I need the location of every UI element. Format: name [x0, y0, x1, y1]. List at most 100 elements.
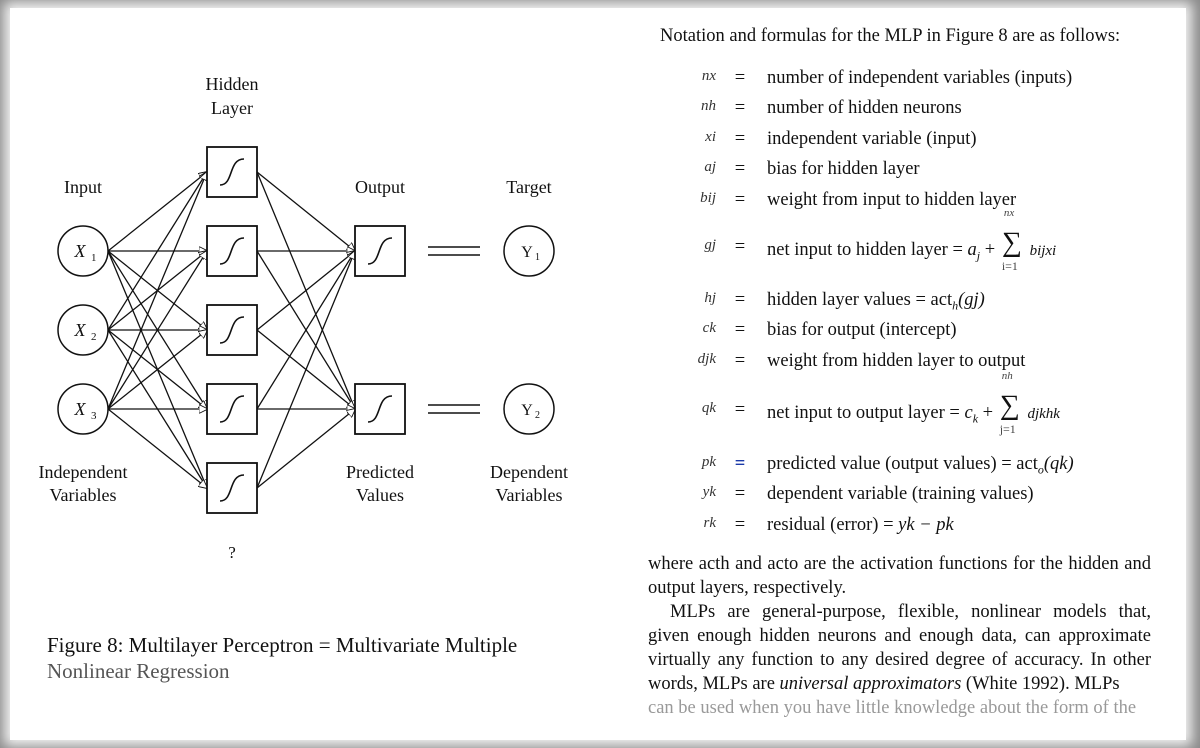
input-label: Input: [64, 177, 102, 197]
caption-line-2: Nonlinear Regression: [47, 659, 230, 683]
notation-symbol: gj: [704, 237, 716, 253]
paragraph-3-faded: can be used when you have little knowled…: [648, 698, 1137, 718]
input-node-label: X: [74, 399, 87, 419]
input-hidden-edge: [107, 172, 207, 410]
hidden-neuron: [206, 462, 258, 514]
notation-symbol: ck: [702, 320, 716, 336]
notation-description: residual (error) = yk − pk: [767, 515, 954, 535]
equals-sign: =: [734, 400, 746, 420]
connection-edges: [107, 171, 355, 489]
notation-symbol: aj: [704, 159, 716, 175]
hidden-neuron: [206, 146, 258, 198]
notation-description: bias for output (intercept): [767, 320, 957, 340]
notation-row: pk = predicted value (output values) = act…: [638, 454, 1158, 482]
notation-symbol: pk: [701, 454, 716, 470]
notation-row: xi = independent variable (input): [638, 129, 1158, 157]
question-mark: ?: [228, 543, 236, 562]
input-hidden-edge: [107, 251, 207, 410]
notation-intro: Notation and formulas for the MLP in Fig…: [660, 26, 1121, 46]
sigmoid-icon: [219, 316, 245, 344]
notation-symbol: nx: [701, 68, 716, 84]
notation-row: nh=number of hidden neurons: [638, 98, 1158, 126]
body-paragraph: where acth and acto are the activation f…: [648, 552, 1151, 720]
hidden-output-edge: [256, 251, 355, 331]
notation-symbol: rk: [703, 515, 717, 531]
input-node-label: X: [74, 241, 87, 261]
notation-description: dependent variable (training values): [767, 484, 1034, 504]
hidden-layer-label: Hidden: [206, 74, 259, 94]
hidden-neuron: [206, 225, 258, 277]
dependent-variables-label: Dependent: [490, 462, 568, 482]
notation-row: ck=bias for output (intercept): [638, 320, 1158, 348]
notation-symbol: djk: [697, 351, 716, 367]
sigmoid-icon: [219, 395, 245, 423]
equals-sign: =: [734, 237, 746, 257]
notation-description: predicted value (output values) = acto(q…: [767, 454, 1074, 477]
target-node-subscript: 1: [535, 252, 540, 263]
notation-row: nx = number of independent variables (inpu…: [638, 68, 1158, 96]
independent-variables-label: Independent: [39, 462, 128, 482]
target-node-label: Y: [521, 244, 533, 261]
notation-description: independent variable (input): [767, 129, 977, 149]
notation-symbol: xi: [705, 129, 716, 145]
input-node-label: X: [74, 320, 87, 340]
notation-description: net input to hidden layer = aj + nx∑i=1 …: [767, 207, 1057, 273]
notation-symbol: hj: [704, 290, 716, 306]
independent-variables-label-2: Variables: [50, 485, 117, 505]
hidden-neuron: [206, 383, 258, 435]
notation-row: yk=dependent variable (training values): [638, 484, 1158, 512]
input-node-subscript: 2: [91, 331, 97, 343]
output-nodes: [354, 225, 480, 435]
notation-description: net input to output layer = ck + nh∑j=1 …: [767, 370, 1060, 436]
notation-row: rk=residual (error) = yk − pk: [638, 515, 1158, 543]
notation-row: djk=weight from hidden layer to output: [638, 351, 1158, 379]
paragraph-2: MLPs are general-purpose, flexible, nonl…: [648, 602, 1151, 694]
output-label: Output: [355, 177, 405, 197]
notation-symbol: nh: [701, 98, 716, 114]
hidden-output-edge: [256, 171, 355, 251]
notation-row: aj = bias for hidden layer: [638, 159, 1158, 187]
equals-sign: =: [734, 454, 746, 474]
input-hidden-edge: [107, 172, 207, 252]
target-node-label: Y: [521, 402, 533, 419]
predicted-values-label: Predicted: [346, 462, 414, 482]
sigmoid-icon: [219, 158, 245, 186]
hidden-output-edge: [256, 251, 355, 489]
notation-description: weight from input to hidden layer: [767, 190, 1017, 210]
notation-symbol: qk: [701, 400, 716, 416]
equals-sign: =: [734, 159, 746, 179]
notation-row: qk = net input to output layer = ck + nh∑j…: [638, 370, 1158, 436]
notation-row: hj=hidden layer values = acth(gj): [638, 290, 1158, 318]
equals-sign: =: [734, 351, 746, 371]
hidden-neuron: [206, 304, 258, 356]
sigmoid-icon: [367, 237, 393, 265]
equals-sign: =: [734, 129, 746, 149]
sigmoid-icon: [219, 237, 245, 265]
dependent-variables-label-2: Variables: [496, 485, 563, 505]
output-neuron: [354, 383, 480, 435]
figure-caption: Figure 8: Multilayer Perceptron = Multiv…: [47, 632, 587, 684]
equals-sign: =: [734, 290, 746, 310]
paragraph-1: where acth and acto are the activation f…: [648, 554, 1151, 598]
equals-sign: =: [734, 98, 746, 118]
equals-sign: =: [734, 190, 746, 210]
hidden-output-edge: [256, 251, 355, 410]
notation-description: number of independent variables (inputs): [767, 68, 1073, 88]
target-label: Target: [506, 177, 551, 197]
target-node-subscript: 2: [535, 410, 540, 421]
notation-description: bias for hidden layer: [767, 159, 920, 179]
sigmoid-icon: [219, 474, 245, 502]
summation-icon: nx∑i=1: [1001, 207, 1022, 273]
hidden-layer-label-2: Layer: [211, 98, 253, 118]
output-neuron: [354, 225, 480, 277]
notation-symbol: yk: [702, 484, 716, 500]
equals-sign: =: [734, 68, 746, 88]
